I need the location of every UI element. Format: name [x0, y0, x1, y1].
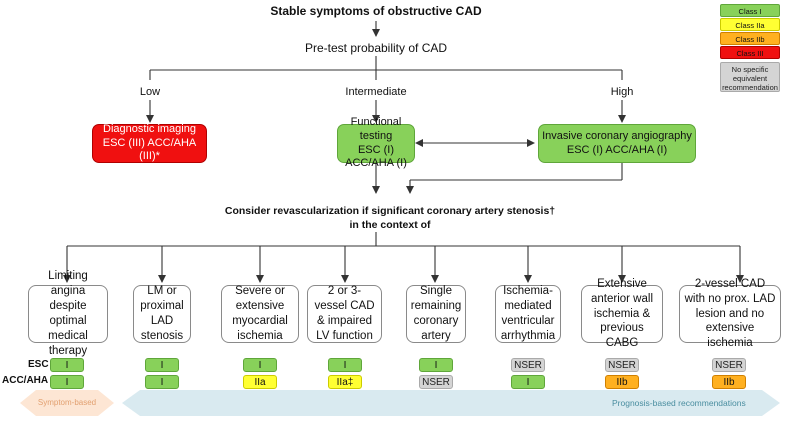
invasive-angiography-node: Invasive coronary angiography ESC (I) AC… — [538, 124, 696, 163]
consider-line-2: in the context of — [349, 219, 431, 232]
functional-testing-recs: ESC (I) ACC/AHA (I) — [345, 143, 407, 170]
diagnostic-imaging-title: Diagnostic imaging — [103, 122, 196, 135]
symptom-based-label: Symptom-based — [37, 398, 97, 407]
row-label-esc: ESC — [28, 359, 49, 370]
row-label-acc-aha: ACC/AHA — [2, 375, 49, 386]
acc-badge-limiting-angina: I — [50, 375, 84, 389]
branch-intermediate: Intermediate — [345, 86, 407, 98]
invasive-angiography-recs: ESC (I) ACC/AHA (I) — [566, 143, 668, 156]
esc-badge-ventricular-arrhythmia: NSER — [511, 358, 545, 372]
prognosis-based-label: Prognosis-based recommendations — [612, 398, 746, 408]
acc-badge-lm-lad: I — [145, 375, 179, 389]
esc-badge-limiting-angina: I — [50, 358, 84, 372]
criterion-ventricular-arrhythmia: Ischemia-mediated ventricular arrhythmia — [495, 285, 561, 343]
branch-high: High — [610, 86, 634, 98]
invasive-angiography-title: Invasive coronary angiography — [542, 129, 692, 142]
acc-badge-ventricular-arrhythmia: I — [511, 375, 545, 389]
acc-badge-anterior-wall-cabg: IIb — [605, 375, 639, 389]
functional-testing-title: Functional testing — [350, 116, 402, 142]
esc-badge-myocardial-ischemia: I — [243, 358, 277, 372]
criterion-single-artery: Single remaining coronary artery — [406, 285, 466, 343]
pretest-title: Pre-test probability of CAD — [304, 41, 448, 55]
legend-class-i: Class I — [720, 4, 780, 17]
diagnostic-imaging-node: Diagnostic imaging ESC (III) ACC/AHA (II… — [92, 122, 207, 163]
consider-line-1: Consider revascularization if significan… — [224, 205, 556, 217]
legend-class-iia: Class IIa — [720, 18, 780, 31]
esc-badge-two-vessel: NSER — [712, 358, 746, 372]
top-title: Stable symptoms of obstructive CAD — [270, 4, 482, 18]
acc-badge-myocardial-ischemia: IIa — [243, 375, 277, 389]
legend-class-iii: Class III — [720, 46, 780, 59]
esc-badge-single-artery: I — [419, 358, 453, 372]
legend-nser: No specific equivalent recommendation — [720, 62, 780, 92]
criterion-multivessel-lv: 2 or 3-vessel CAD & impaired LV function — [307, 285, 382, 343]
prognosis-band — [122, 390, 780, 416]
criterion-lm-lad: LM or proximal LAD stenosis — [133, 285, 191, 343]
esc-badge-lm-lad: I — [145, 358, 179, 372]
esc-badge-anterior-wall-cabg: NSER — [605, 358, 639, 372]
legend-class-iib: Class IIb — [720, 32, 780, 45]
criterion-anterior-wall-cabg: Extensive anterior wall ischemia & previ… — [581, 278, 663, 349]
criterion-two-vessel-no-lad: 2-vessel CAD with no prox. LAD lesion an… — [679, 278, 781, 349]
branch-low: Low — [139, 86, 161, 98]
consider-revascularization: Consider revascularization if significan… — [200, 204, 580, 232]
acc-badge-multivessel-lv: IIa‡ — [328, 375, 362, 389]
acc-badge-two-vessel: IIb — [712, 375, 746, 389]
acc-badge-single-artery: NSER — [419, 375, 453, 389]
criterion-myocardial-ischemia: Severe or extensive myocardial ischemia — [221, 285, 299, 343]
diagnostic-imaging-recs: ESC (III) ACC/AHA (III)* — [102, 136, 197, 163]
esc-badge-multivessel-lv: I — [328, 358, 362, 372]
symptom-band — [20, 390, 114, 416]
criterion-limiting-angina: Limiting angina despite optimal medical … — [28, 270, 108, 357]
functional-testing-node: Functional testing ESC (I) ACC/AHA (I) — [337, 116, 415, 169]
